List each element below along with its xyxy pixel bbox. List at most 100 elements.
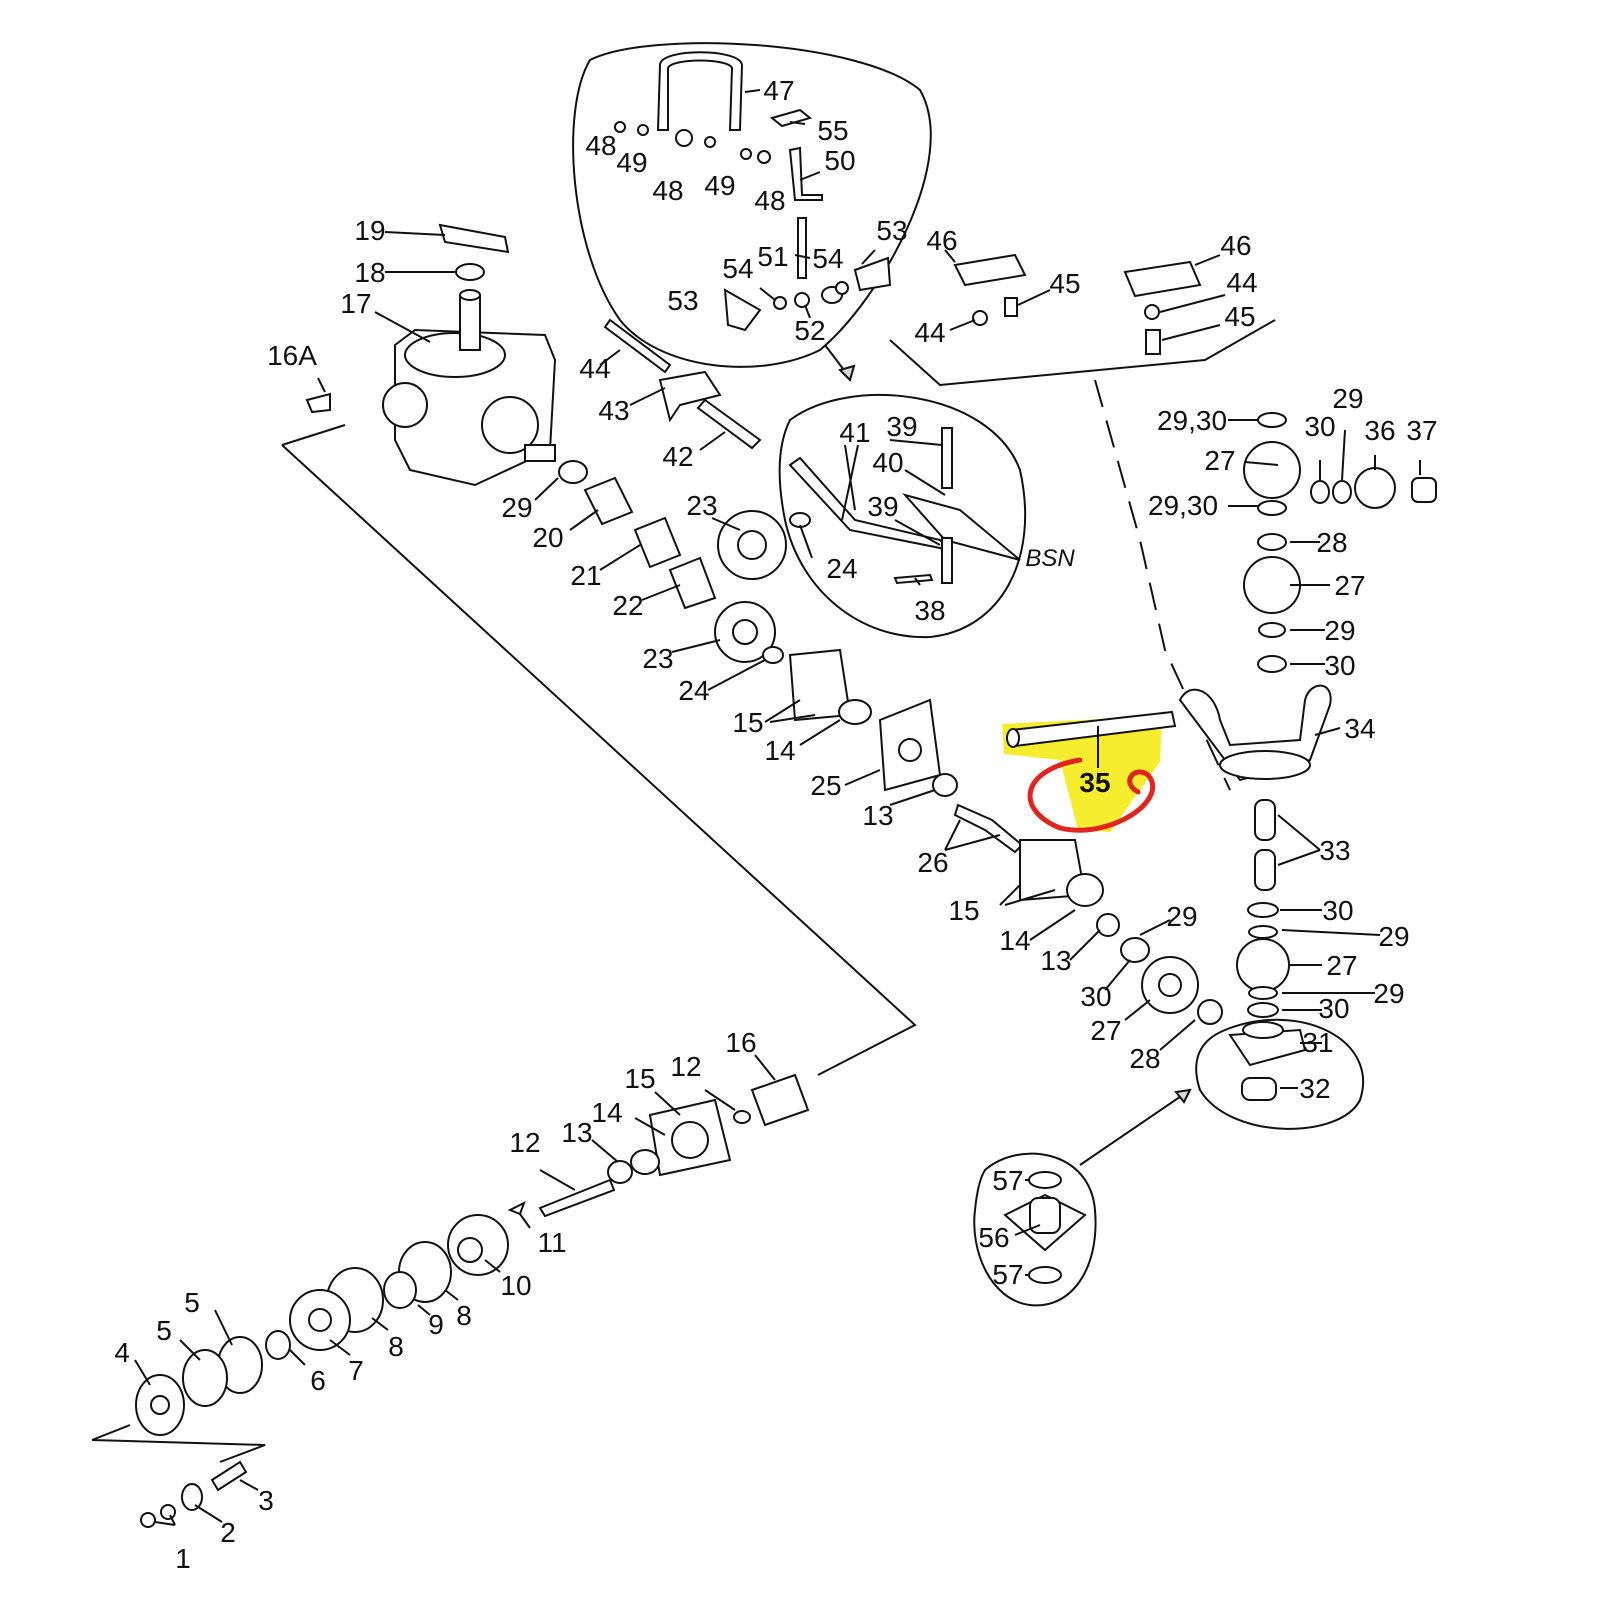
part-label-40: 40	[872, 447, 903, 478]
part-label-29: 29	[1166, 901, 1197, 932]
part-label-7: 7	[348, 1355, 364, 1386]
part-label-32: 32	[1299, 1073, 1330, 1104]
part-label-12: 12	[509, 1127, 540, 1158]
part-label-28: 28	[1129, 1043, 1160, 1074]
part-label-13: 13	[1040, 945, 1071, 976]
part-label-27: 27	[1090, 1015, 1121, 1046]
part-label-43: 43	[598, 395, 629, 426]
part-label-56: 56	[978, 1222, 1009, 1253]
part-label-36: 36	[1364, 415, 1395, 446]
leader-lines	[134, 89, 1421, 1526]
part-label-46: 46	[1220, 230, 1251, 261]
part-label-14: 14	[591, 1097, 622, 1128]
part-label-27: 27	[1334, 570, 1365, 601]
part-label-45: 45	[1049, 268, 1080, 299]
part-label-45: 45	[1224, 301, 1255, 332]
part-labels: 1 2 3 4 5 5 6 7 8 8 9 10 11 12 12 13 13 …	[114, 75, 1437, 1574]
part-label-30: 30	[1080, 981, 1111, 1012]
part-label-44: 44	[1226, 267, 1257, 298]
handwritten-note: BSN	[1025, 545, 1075, 572]
part-label-53: 53	[876, 215, 907, 246]
part-label-29-30: 29,30	[1157, 405, 1227, 436]
part-label-15: 15	[948, 895, 979, 926]
part-label-49: 49	[704, 170, 735, 201]
part-label-50: 50	[824, 145, 855, 176]
part-label-37: 37	[1406, 415, 1437, 446]
part-label-22: 22	[612, 590, 643, 621]
part-label-24: 24	[678, 675, 709, 706]
part-label-5: 5	[156, 1315, 172, 1346]
part-label-21: 21	[570, 560, 601, 591]
part-label-9: 9	[428, 1309, 444, 1340]
part-label-17: 17	[340, 288, 371, 319]
part-label-16: 16	[725, 1027, 756, 1058]
part-label-2: 2	[220, 1517, 236, 1548]
part-label-12: 12	[670, 1051, 701, 1082]
part-label-54: 54	[812, 243, 843, 274]
part-label-35: 35	[1079, 767, 1110, 798]
part-label-29: 29	[1378, 921, 1409, 952]
yellow-highlight	[1002, 716, 1162, 832]
part-label-28: 28	[1316, 527, 1347, 558]
part-label-38: 38	[914, 595, 945, 626]
part-label-5: 5	[184, 1287, 200, 1318]
part-label-42: 42	[662, 441, 693, 472]
part-label-1: 1	[175, 1543, 191, 1574]
part-shapes	[135, 51, 1437, 1528]
part-label-3: 3	[258, 1485, 274, 1516]
part-label-27: 27	[1326, 950, 1357, 981]
part-label-30: 30	[1324, 650, 1355, 681]
part-label-48: 48	[652, 175, 683, 206]
part-label-8: 8	[456, 1300, 472, 1331]
part-label-29: 29	[1373, 978, 1404, 1009]
part-label-34: 34	[1344, 713, 1375, 744]
part-label-47: 47	[763, 75, 794, 106]
part-label-52: 52	[794, 315, 825, 346]
part-label-44: 44	[579, 353, 610, 384]
part-label-6: 6	[310, 1365, 326, 1396]
diagram-outlines	[91, 42, 1365, 1463]
part-label-30: 30	[1304, 411, 1335, 442]
part-label-29: 29	[1332, 383, 1363, 414]
part-label-30: 30	[1322, 895, 1353, 926]
part-label-16A: 16A	[267, 340, 317, 371]
part-label-25: 25	[810, 770, 841, 801]
part-label-33: 33	[1319, 835, 1350, 866]
part-label-49: 49	[616, 147, 647, 178]
part-35-highlight	[1002, 710, 1177, 833]
part-label-29: 29	[501, 492, 532, 523]
red-circle-annotation	[1027, 757, 1156, 833]
part-label-23: 23	[686, 490, 717, 521]
part-label-13: 13	[862, 800, 893, 831]
part-label-55: 55	[817, 115, 848, 146]
part-label-13: 13	[561, 1117, 592, 1148]
part-label-24: 24	[826, 553, 857, 584]
part-label-39: 39	[886, 411, 917, 442]
part-label-31: 31	[1302, 1027, 1333, 1058]
part-label-41: 41	[839, 417, 870, 448]
part-label-51: 51	[757, 241, 788, 272]
part-label-14: 14	[764, 735, 795, 766]
part-label-26: 26	[917, 847, 948, 878]
part-label-46: 46	[926, 225, 957, 256]
part-label-48: 48	[754, 185, 785, 216]
part-label-20: 20	[532, 522, 563, 553]
part-label-29-30: 29,30	[1148, 490, 1218, 521]
part-label-23: 23	[642, 643, 673, 674]
part-label-54: 54	[722, 253, 753, 284]
part-label-10: 10	[500, 1270, 531, 1301]
part-label-18: 18	[354, 257, 385, 288]
part-label-30: 30	[1318, 993, 1349, 1024]
part-label-8: 8	[388, 1331, 404, 1362]
part-label-44: 44	[914, 317, 945, 348]
part-label-27: 27	[1204, 445, 1235, 476]
part-label-53: 53	[667, 285, 698, 316]
part-label-48: 48	[585, 130, 616, 161]
part-label-19: 19	[354, 215, 385, 246]
part-label-57: 57	[992, 1165, 1023, 1196]
part-label-11: 11	[537, 1227, 566, 1258]
part-label-15: 15	[732, 707, 763, 738]
part-label-14: 14	[999, 925, 1030, 956]
part-label-15: 15	[624, 1063, 655, 1094]
